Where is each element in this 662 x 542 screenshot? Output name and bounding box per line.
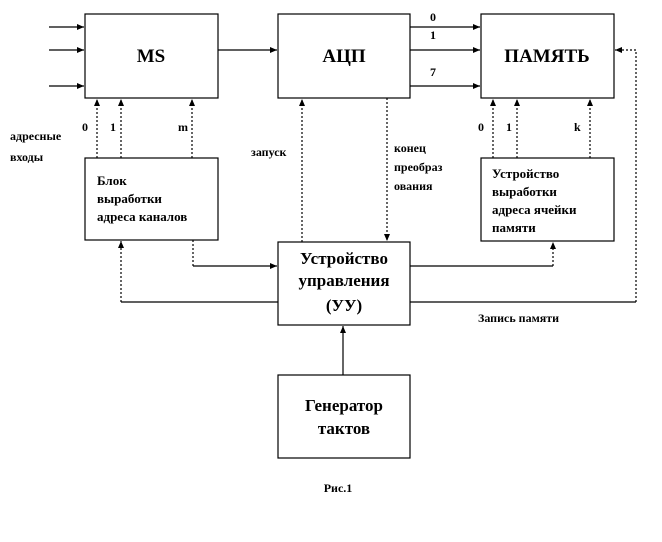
control-unit-line: Устройство: [300, 249, 388, 268]
conversion-end-label: преобраз: [394, 160, 443, 174]
memory-write-label: Запись памяти: [478, 311, 559, 325]
address-inputs-label: входы: [10, 150, 44, 164]
channel-address-block: Блок выработки адреса каналов: [84, 157, 219, 241]
memory-block: ПАМЯТЬ: [480, 13, 615, 99]
channel-address-line: адреса каналов: [97, 209, 187, 224]
address-inputs-label: адресные: [10, 129, 62, 143]
clock-generator-block: Генератор тактов: [277, 374, 411, 459]
cell-address-line: памяти: [492, 220, 536, 235]
conversion-end-label: ования: [394, 179, 433, 193]
ms-block: MS: [84, 13, 219, 99]
start-label: запуск: [251, 145, 287, 159]
memory-bit-label: k: [574, 120, 581, 134]
adc-label: АЦП: [322, 46, 366, 67]
cell-address-line: выработки: [492, 184, 557, 199]
conversion-end-label: конец: [394, 141, 426, 155]
cell-address-line: Устройство: [492, 166, 559, 181]
ms-bit-label: 0: [82, 120, 88, 134]
cell-address-block: Устройство выработки адреса ячейки памят…: [480, 157, 615, 242]
ms-bit-label: m: [178, 120, 188, 134]
channel-address-line: выработки: [97, 191, 162, 206]
ms-bit-label: 1: [110, 120, 116, 134]
figure-caption: Рис.1: [324, 481, 353, 495]
control-to-channel-address-arrow: [118, 241, 278, 303]
ms-label: MS: [137, 46, 166, 67]
adc-bit-label: 1: [430, 28, 436, 42]
channel-address-to-control-arrow: [192, 240, 277, 269]
clock-generator-line: тактов: [318, 419, 370, 438]
control-unit-line: (УУ): [326, 296, 362, 315]
adc-bit-label: 0: [430, 10, 436, 24]
memory-label: ПАМЯТЬ: [504, 46, 589, 67]
control-to-cell-address-arrow: [410, 242, 556, 267]
cell-address-line: адреса ячейки: [492, 202, 577, 217]
memory-bit-label: 1: [506, 120, 512, 134]
adc-bit-label: 7: [430, 65, 436, 79]
clock-generator-line: Генератор: [305, 396, 383, 415]
control-unit-line: управления: [298, 271, 389, 290]
memory-write-arrow: [410, 47, 637, 303]
channel-address-line: Блок: [97, 173, 127, 188]
memory-bit-label: 0: [478, 120, 484, 134]
adc-block: АЦП: [277, 13, 411, 99]
control-unit-block: Устройство управления (УУ): [277, 241, 411, 326]
